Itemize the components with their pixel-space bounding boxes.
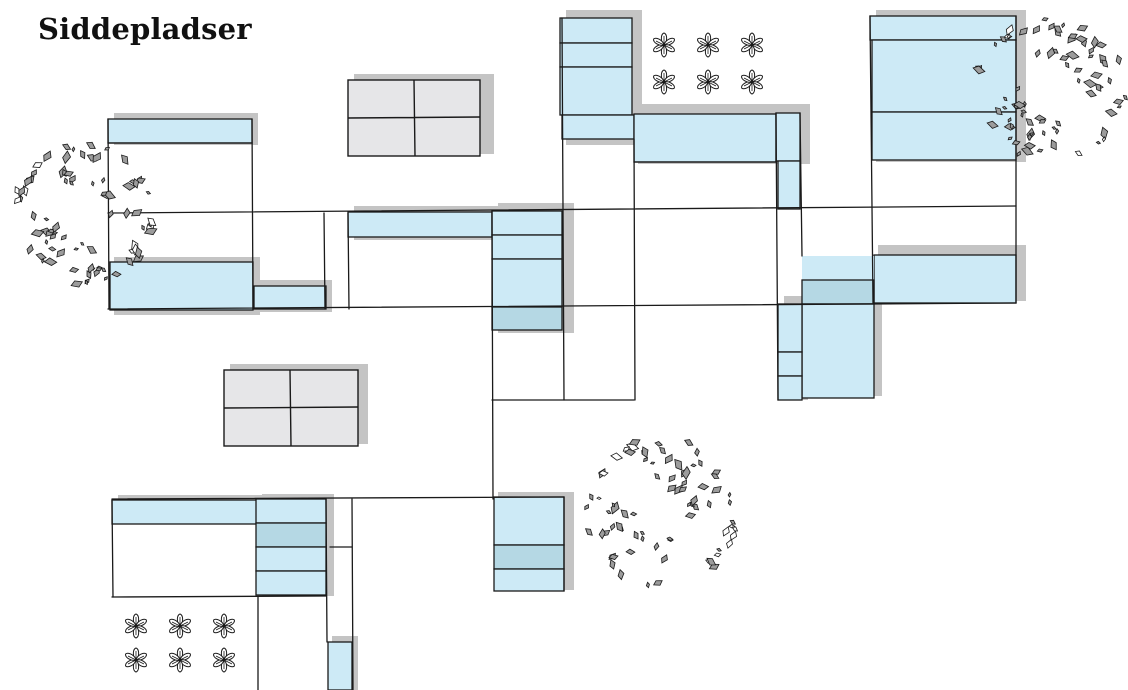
tree-canopy-icon bbox=[972, 17, 1128, 157]
seat-area bbox=[109, 261, 254, 311]
flower-icon bbox=[695, 69, 721, 95]
seat-area bbox=[327, 641, 353, 690]
seat-area bbox=[493, 544, 565, 570]
seat-area bbox=[559, 17, 633, 44]
seat-area bbox=[493, 568, 565, 592]
flower-icon bbox=[123, 613, 149, 639]
flower-bed bbox=[651, 32, 765, 95]
seat-area bbox=[253, 285, 327, 310]
flower-bed bbox=[123, 613, 237, 673]
seat-area bbox=[801, 303, 875, 399]
table-icon bbox=[347, 79, 481, 157]
seat-area bbox=[491, 210, 563, 236]
seat-area bbox=[777, 303, 803, 353]
seat-area bbox=[347, 211, 493, 238]
seat-area bbox=[777, 160, 801, 210]
flower-icon bbox=[211, 613, 237, 639]
seat-area bbox=[777, 375, 803, 401]
seat-area bbox=[255, 546, 327, 572]
flower-icon bbox=[739, 69, 765, 95]
plan-outlines bbox=[107, 15, 1017, 690]
flower-icon bbox=[211, 647, 237, 673]
tree-canopy-icon bbox=[584, 439, 739, 589]
seat-area bbox=[255, 570, 327, 596]
seat-area bbox=[107, 118, 253, 144]
page-title: Siddepladser bbox=[38, 12, 252, 46]
flower-icon bbox=[739, 32, 765, 58]
seat-area bbox=[633, 113, 777, 163]
seat-area bbox=[775, 112, 801, 162]
tree-canopy-icon bbox=[14, 141, 158, 288]
flower-icon bbox=[695, 32, 721, 58]
seat-area bbox=[493, 496, 565, 546]
flower-icon bbox=[167, 647, 193, 673]
seat-area bbox=[559, 42, 633, 68]
flower-icon bbox=[167, 613, 193, 639]
seat-area bbox=[869, 15, 1017, 41]
seat-area bbox=[491, 258, 563, 308]
seat-area bbox=[801, 279, 875, 305]
flower-icon bbox=[651, 32, 677, 58]
seat-area bbox=[255, 522, 327, 548]
seat-area bbox=[491, 306, 563, 331]
seat-area bbox=[871, 39, 1017, 113]
seat-area bbox=[111, 499, 259, 525]
flower-icon bbox=[123, 647, 149, 673]
seat-area bbox=[871, 111, 1017, 161]
table-icon bbox=[223, 369, 359, 447]
seat-area bbox=[561, 114, 635, 140]
seat-area bbox=[255, 498, 327, 524]
flower-icon bbox=[651, 69, 677, 95]
seat-area bbox=[873, 254, 1017, 304]
seat-area bbox=[491, 234, 563, 260]
seat-area bbox=[559, 66, 633, 116]
seat-area bbox=[777, 351, 803, 377]
seat-area bbox=[802, 256, 874, 280]
